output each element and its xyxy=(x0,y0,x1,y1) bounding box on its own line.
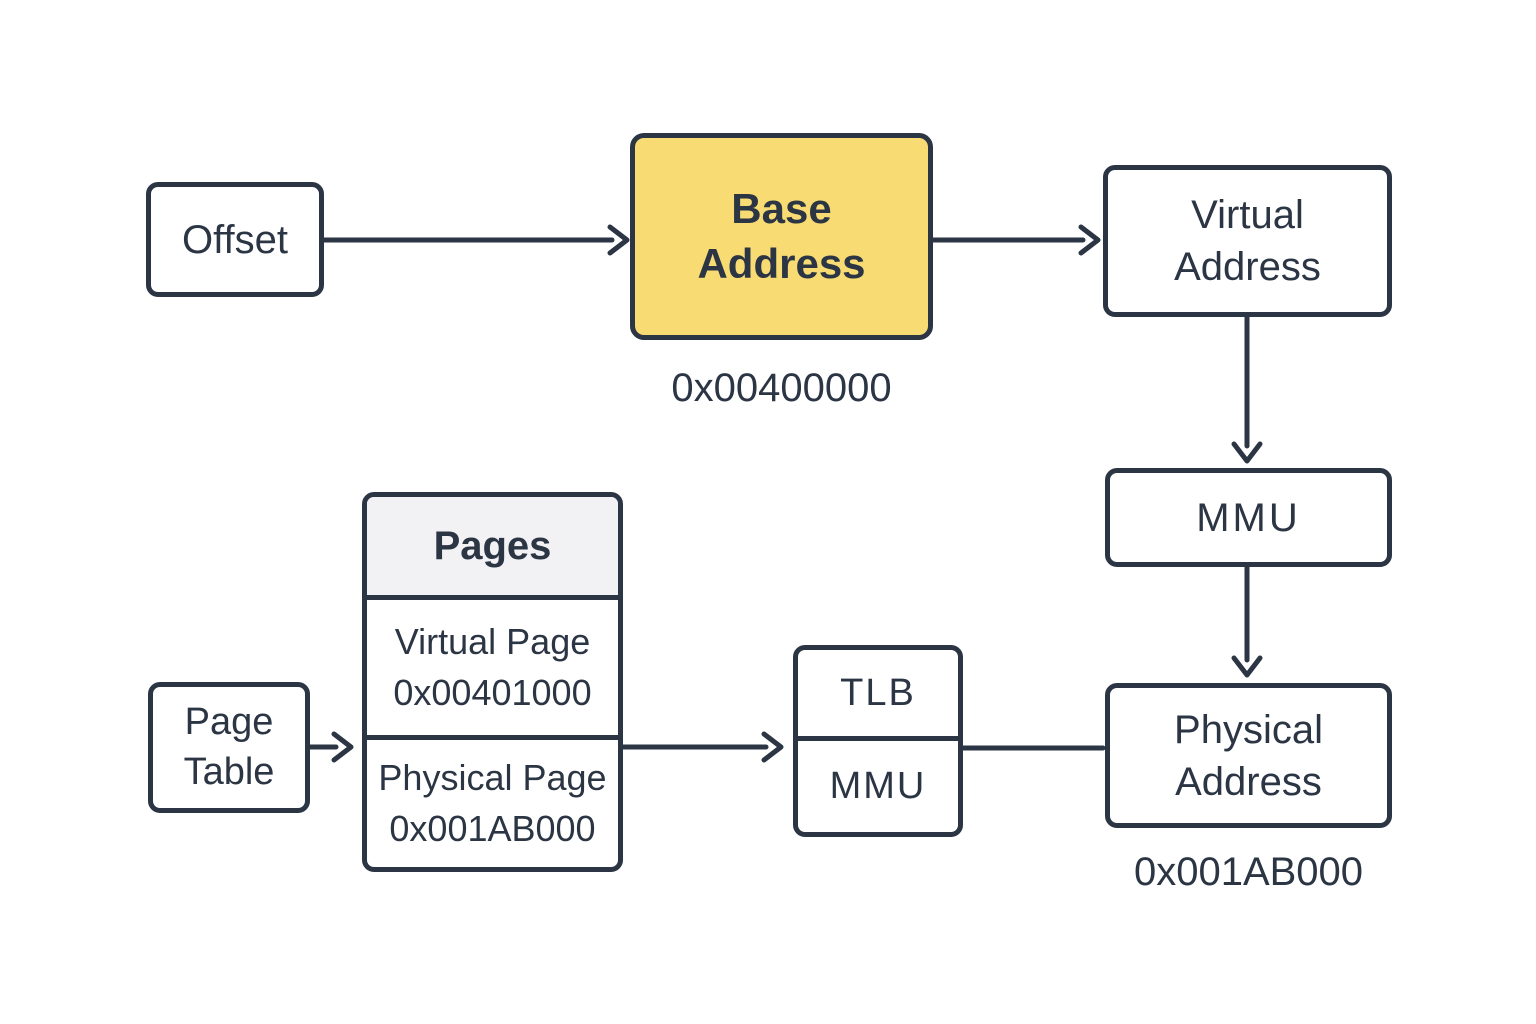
physical-page-value: 0x001AB000 xyxy=(389,807,596,849)
physical-address-node: Physical Address xyxy=(1105,683,1392,828)
physical-address-label: Physical Address xyxy=(1174,707,1323,804)
arrow-pagetable-to-pages xyxy=(307,731,354,763)
base-address-label: Base Address xyxy=(697,184,866,287)
tlb-cell: TLB xyxy=(798,650,958,741)
pages-row-physical: Physical Page 0x001AB000 xyxy=(367,740,618,867)
arrow-mmu-to-physical xyxy=(1231,564,1263,678)
arrow-pages-to-tlb xyxy=(620,731,784,763)
base-address-value: 0x00400000 xyxy=(671,366,892,410)
page-table-label: Page Table xyxy=(183,701,275,793)
physical-address-value: 0x001AB000 xyxy=(1133,850,1364,894)
mmu-cell: MMU xyxy=(829,765,927,807)
page-table-node: Page Table xyxy=(148,682,310,813)
pages-row-virtual: Virtual Page 0x00401000 xyxy=(367,600,618,740)
arrow-offset-to-base xyxy=(321,224,630,256)
offset-node: Offset xyxy=(146,182,324,297)
pages-table-header: Pages xyxy=(367,497,618,600)
arrow-virtual-to-mmu xyxy=(1231,314,1263,464)
virtual-address-node: Virtual Address xyxy=(1103,165,1392,317)
virtual-address-label: Virtual Address xyxy=(1174,193,1321,289)
mmu-label: MMU xyxy=(1196,495,1301,540)
tlb-mmu-node: TLB MMU xyxy=(793,645,963,837)
virtual-page-title: Virtual Page xyxy=(394,621,591,663)
offset-label: Offset xyxy=(182,217,288,262)
virtual-page-value: 0x00401000 xyxy=(393,671,592,713)
pages-table: Pages Virtual Page 0x00401000 Physical P… xyxy=(362,492,623,872)
physical-page-title: Physical Page xyxy=(378,757,607,799)
base-address-node: Base Address xyxy=(630,133,933,340)
mmu-node: MMU xyxy=(1105,468,1392,567)
arrow-base-to-virtual xyxy=(930,224,1101,256)
